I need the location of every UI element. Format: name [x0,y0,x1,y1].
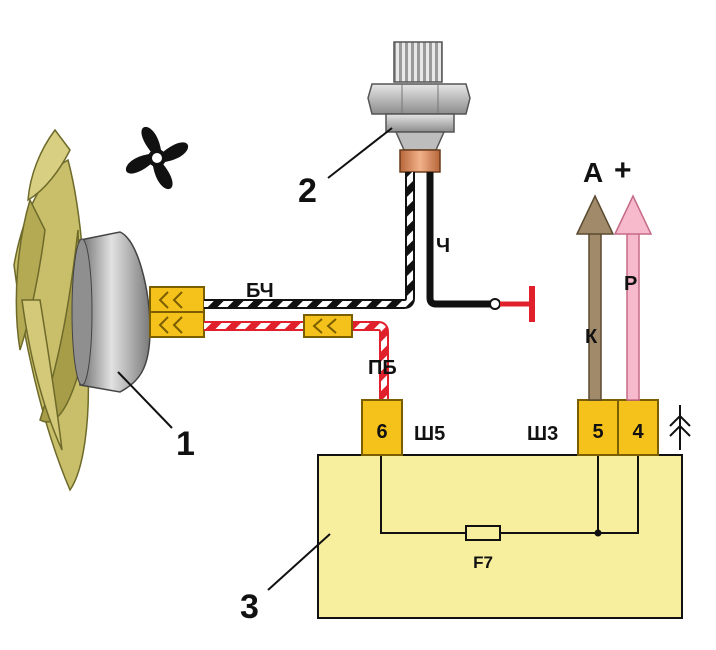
callout-1: 1 [176,425,195,463]
wire-label-bch: БЧ [246,280,274,302]
connector-label-sh5: Ш5 [414,423,445,445]
temperature-sensor [367,41,471,173]
callout-3: 3 [240,588,259,626]
fuse-block [317,454,683,619]
wire-label-r: Р [624,273,637,295]
terminal-label-6: 6 [376,421,387,443]
terminal-label-5: 5 [592,421,603,443]
wire-pink-white [204,314,389,400]
fuse-f7 [465,525,501,541]
terminal-label-4: 4 [632,421,644,443]
leader-line-1 [117,371,173,429]
callout-2: 2 [298,172,317,210]
fan-blades [13,128,90,492]
arrow-brown [575,194,615,401]
terminal-5 [577,399,619,456]
wire-label-ch: Ч [436,235,450,257]
wire-black-white [204,172,415,309]
terminal-6 [361,399,403,456]
connector-label-sh3: Ш3 [527,423,558,445]
supply-label: A [583,157,603,188]
terminal-4 [617,399,659,456]
arrow-pink [613,194,653,401]
leader-line-2 [327,127,393,179]
relay-symbol-icon [669,405,691,450]
fuse-label: F7 [473,553,493,572]
fan-motor-assembly [13,128,205,492]
wire-label-pb: ПБ [368,357,397,379]
wire-label-k: К [585,326,598,348]
fan-symbol-icon [125,126,189,190]
leader-line-3 [267,533,331,591]
supply-sign: + [614,154,632,187]
wire-black [426,172,535,322]
